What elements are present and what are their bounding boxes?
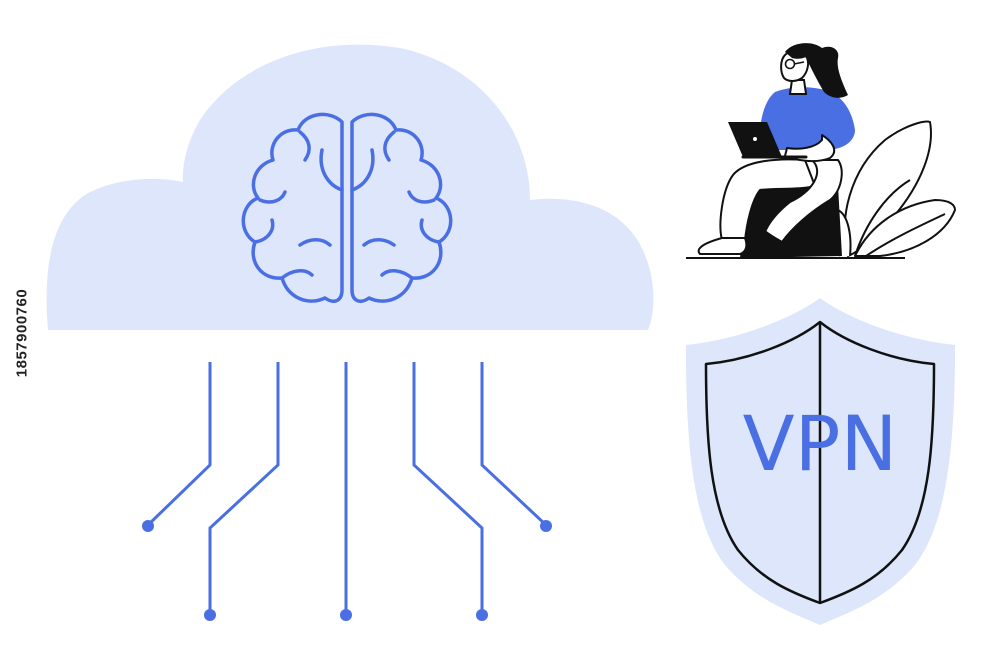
stock-id-label: 1857900760 bbox=[13, 288, 31, 378]
cloud-icon bbox=[46, 44, 654, 331]
vpn-label: VPN bbox=[743, 399, 898, 488]
brain-icon bbox=[241, 112, 453, 303]
circuit-lines-icon bbox=[146, 362, 548, 614]
shield-icon: VPN bbox=[686, 298, 955, 625]
circuit-nodes bbox=[142, 520, 552, 621]
plant-icon bbox=[830, 120, 956, 257]
woman-with-laptop-figure bbox=[686, 43, 956, 259]
